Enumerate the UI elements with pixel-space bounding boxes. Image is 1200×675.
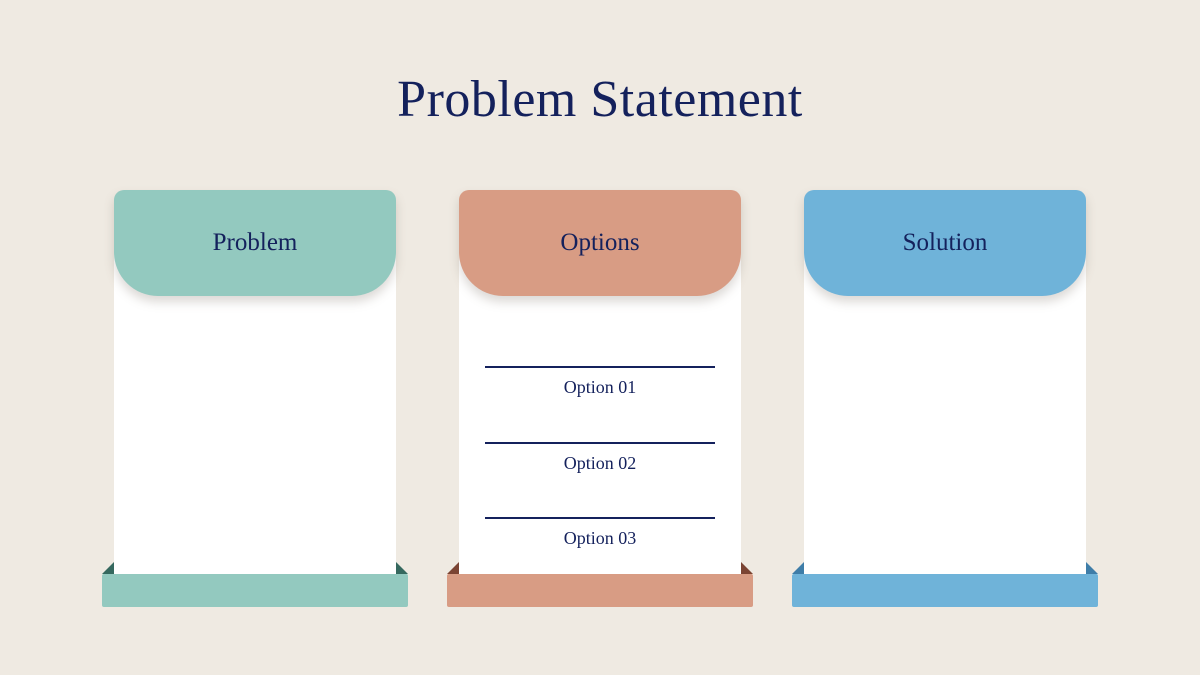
card-title: Solution — [902, 229, 988, 256]
card-fold-right — [741, 562, 753, 574]
card-header: Options — [459, 190, 741, 296]
card-header: Problem — [114, 190, 396, 296]
card-options: Option 01 Option 02 Option 03 Options — [447, 190, 753, 607]
slide-title: Problem Statement — [397, 71, 803, 128]
option-label: Option 03 — [563, 528, 637, 548]
card-problem: Problem — [102, 190, 408, 607]
cards-row: Problem Option 01 Option 02 Option 03 — [102, 190, 1098, 607]
card-fold-right — [1086, 562, 1098, 574]
option-item: Option 02 — [485, 441, 715, 518]
card-solution: Solution — [792, 190, 1098, 607]
options-list: Option 01 Option 02 Option 03 — [485, 366, 715, 593]
card-base-bar — [102, 574, 408, 607]
card-body — [114, 248, 396, 574]
card-fold-left — [792, 562, 804, 574]
card-base-bar — [792, 574, 1098, 607]
card-fold-right — [396, 562, 408, 574]
card-header: Solution — [804, 190, 1086, 296]
option-item: Option 03 — [485, 517, 715, 593]
card-fold-left — [102, 562, 114, 574]
card-base-bar — [447, 574, 753, 607]
card-body: Option 01 Option 02 Option 03 — [459, 248, 741, 574]
card-body — [804, 248, 1086, 574]
card-title: Problem — [212, 229, 298, 256]
card-fold-left — [447, 562, 459, 574]
option-label: Option 02 — [563, 452, 637, 473]
card-title: Options — [560, 229, 640, 256]
option-item: Option 01 — [485, 366, 715, 442]
option-label: Option 01 — [563, 377, 637, 397]
